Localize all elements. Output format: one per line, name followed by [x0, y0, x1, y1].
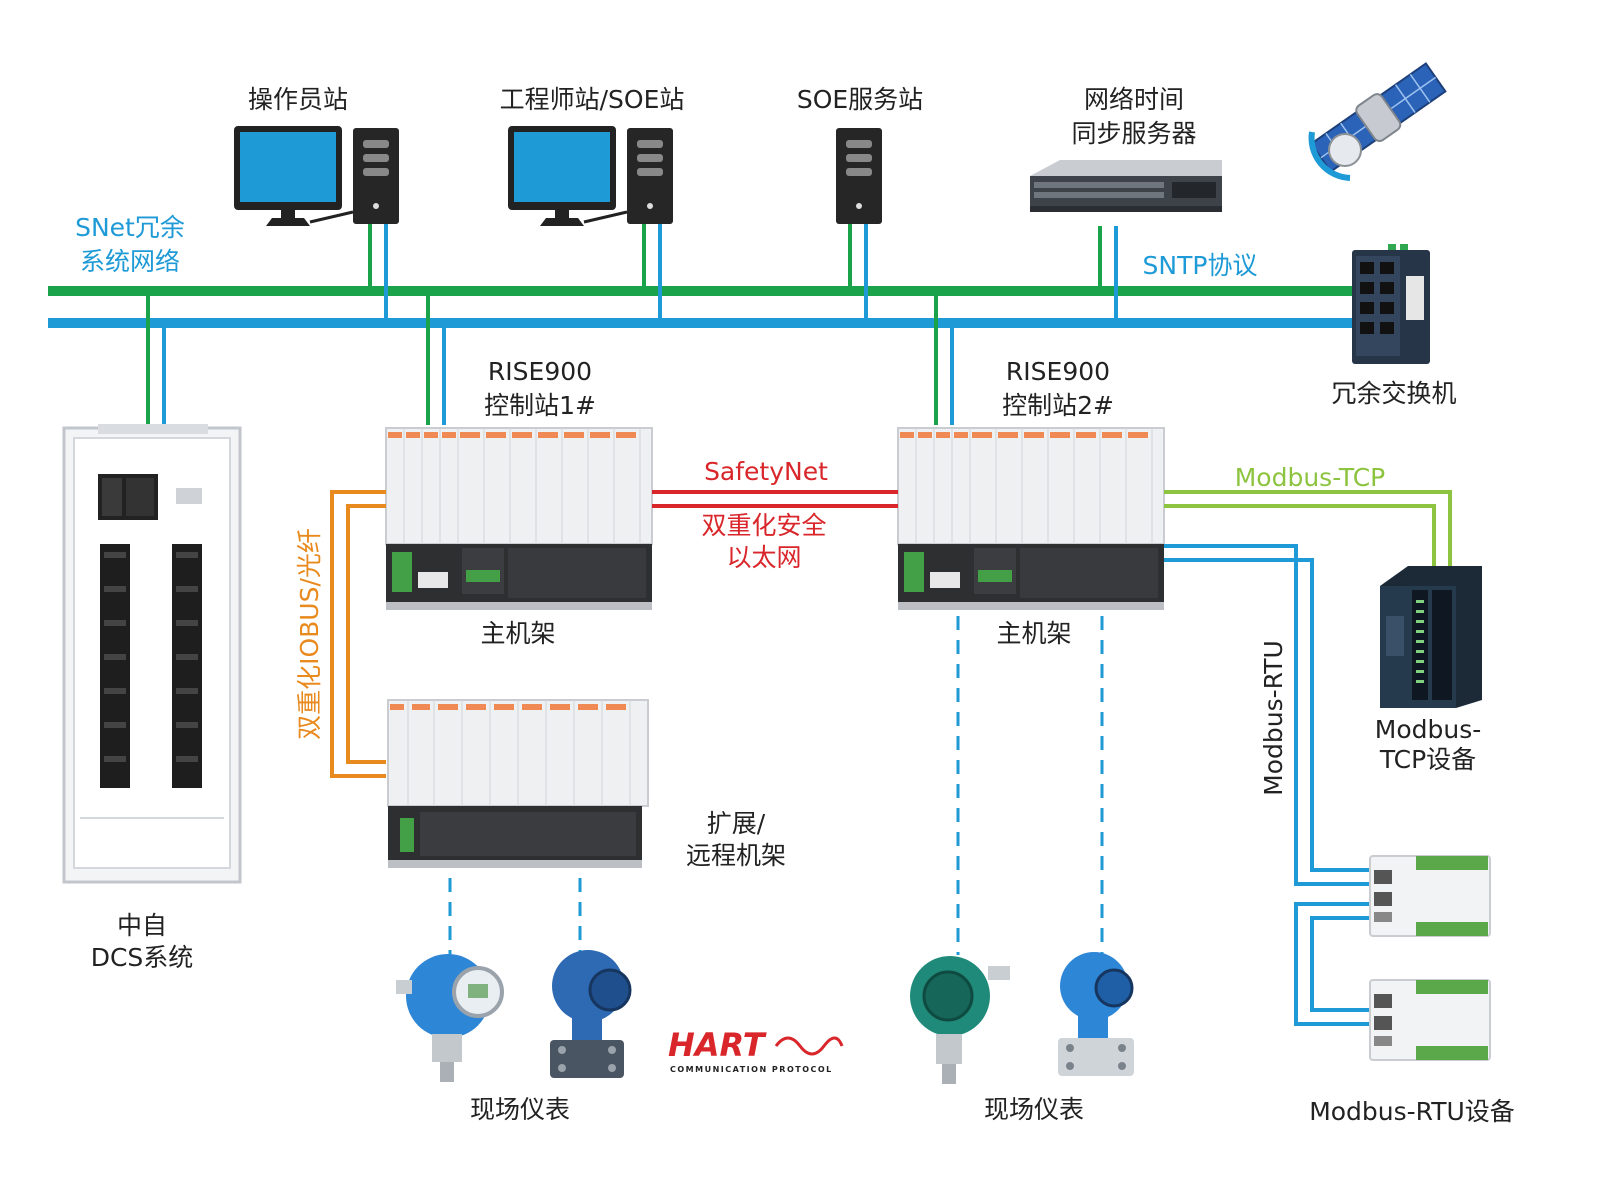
- differential-pressure-transmitter-icon: [550, 950, 632, 1078]
- pc-tower-icon: [627, 128, 673, 224]
- hart-logo-subtext: COMMUNICATION PROTOCOL: [670, 1065, 833, 1074]
- engineer-station-label: 工程师站/SOE站: [500, 85, 685, 114]
- iobus-label: 双重化IOBUS/光纤: [295, 528, 324, 740]
- soe-server-label: SOE服务站: [797, 85, 923, 114]
- rack-server-icon: [1030, 160, 1222, 212]
- main-rack-1-icon: [385, 427, 653, 610]
- switch-icon: [1352, 244, 1430, 364]
- control-station-2: RISE900 控制站2#: [897, 357, 1165, 648]
- rtu-module-2-icon: [1369, 979, 1491, 1061]
- snet-green-bus: [48, 286, 1388, 296]
- operator-station: 操作员站: [234, 85, 399, 226]
- pressure-transmitter-icon: [910, 956, 1010, 1084]
- extension-rack-icon: [387, 699, 649, 868]
- snet-label-line2: 系统网络: [80, 247, 180, 276]
- satellite-icon: [1308, 62, 1447, 181]
- snet-label-line1: SNet冗余: [75, 213, 185, 242]
- dcs-label-line1: 中自: [117, 911, 167, 940]
- hart-logo-text: HART: [668, 1026, 767, 1064]
- modbus-rtu-label: Modbus-RTU: [1259, 640, 1288, 796]
- station2-label-line2: 控制站2#: [1002, 391, 1114, 420]
- field-instruments-2: 现场仪表: [910, 952, 1134, 1124]
- safety-ethernet-label-line2: 以太网: [726, 543, 801, 572]
- time-server: 网络时间 同步服务器: [1030, 85, 1222, 212]
- main-rack-2-icon: [897, 427, 1165, 610]
- field-instruments-1: 现场仪表: [396, 950, 632, 1124]
- modbus-tcp-device: Modbus- TCP设备: [1375, 566, 1482, 774]
- dcs-cabinet: 中自 DCS系统: [62, 424, 242, 972]
- monitor-icon: [508, 126, 616, 226]
- modbus-rtu-device-label: Modbus-RTU设备: [1309, 1097, 1515, 1126]
- hart-logo: HART COMMUNICATION PROTOCOL: [668, 1026, 844, 1074]
- control-station-1: RISE900 控制站1#: [385, 357, 653, 648]
- snet-blue-bus: [48, 318, 1388, 328]
- time-server-label-line2: 同步服务器: [1071, 119, 1196, 148]
- ext-rack-label-line1: 扩展/: [707, 809, 766, 838]
- monitor-icon: [234, 126, 342, 226]
- extension-rack: 扩展/ 远程机架: [387, 699, 786, 870]
- station2-label-line1: RISE900: [1006, 357, 1110, 386]
- sntp-label: SNTP协议: [1143, 251, 1258, 280]
- snet-network: [48, 286, 1388, 328]
- rtu-module-1-icon: [1369, 855, 1491, 937]
- station1-label-line2: 控制站1#: [484, 391, 596, 420]
- operator-station-label: 操作员站: [248, 85, 348, 114]
- main-rack-2-label: 主机架: [996, 619, 1071, 648]
- redundant-switch: 冗余交换机: [1331, 244, 1457, 408]
- pc-tower-icon: [353, 128, 399, 224]
- iobus-link: [330, 490, 386, 778]
- redundant-switch-label: 冗余交换机: [1331, 379, 1456, 408]
- safety-ethernet-label-line1: 双重化安全: [701, 511, 826, 540]
- modbus-rtu-devices: Modbus-RTU设备: [1309, 855, 1515, 1126]
- network-drops: [146, 222, 1118, 425]
- engineer-station: 工程师站/SOE站: [500, 85, 685, 226]
- server-tower-icon: [836, 128, 882, 224]
- ext-rack-label-line2: 远程机架: [686, 841, 786, 870]
- main-rack-1-label: 主机架: [480, 619, 555, 648]
- modbus-tcp-link: [1164, 490, 1452, 566]
- modbus-tcp-label: Modbus-TCP: [1235, 463, 1386, 492]
- dcs-label-line2: DCS系统: [91, 943, 194, 972]
- safetynet-label: SafetyNet: [704, 457, 828, 486]
- plc-icon: [1380, 566, 1482, 708]
- station1-label-line1: RISE900: [488, 357, 592, 386]
- differential-pressure-transmitter-icon: [1058, 952, 1134, 1076]
- modbus-tcp-device-label-line1: Modbus-: [1375, 715, 1482, 744]
- pressure-transmitter-icon: [396, 954, 504, 1082]
- field-instruments-1-label: 现场仪表: [470, 1095, 570, 1124]
- field-dashed-lines: [448, 616, 1104, 955]
- modbus-tcp-device-label-line2: TCP设备: [1379, 745, 1476, 774]
- safetynet-link: SafetyNet 双重化安全 以太网: [652, 457, 898, 572]
- field-instruments-2-label: 现场仪表: [984, 1095, 1084, 1124]
- time-server-label-line1: 网络时间: [1084, 85, 1184, 114]
- soe-server: SOE服务站: [797, 85, 923, 224]
- modbus-rtu-link: [1164, 544, 1370, 1026]
